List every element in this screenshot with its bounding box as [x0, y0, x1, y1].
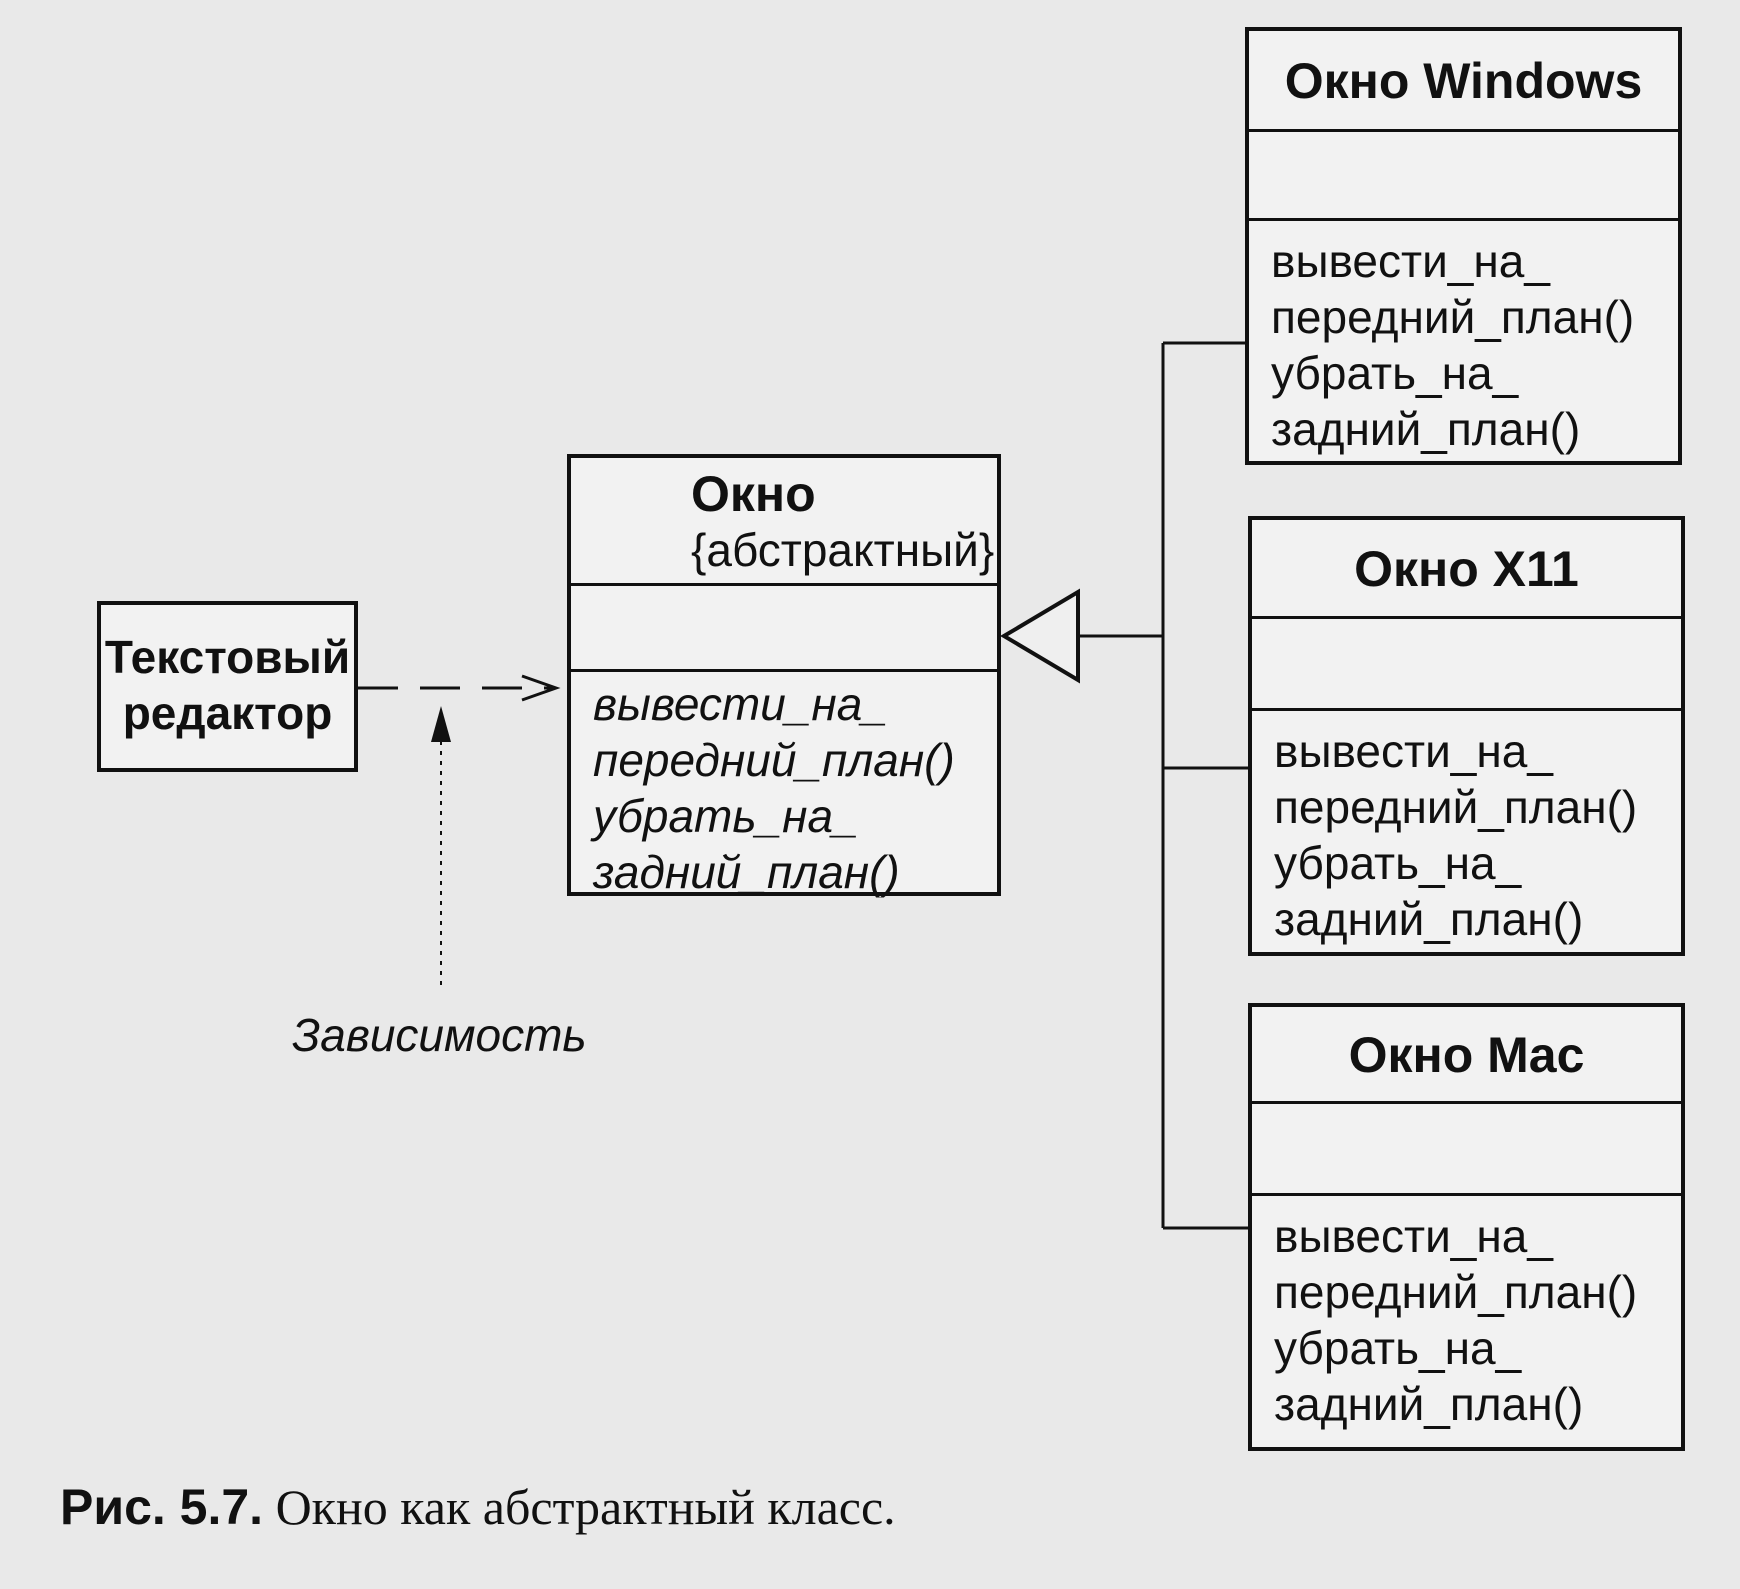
class-window-x11: Окно X11 вывести_на_ передний_план() убр… — [1248, 516, 1685, 956]
generalization-arrowhead — [1000, 588, 1080, 684]
dependency-label: Зависимость — [292, 1009, 587, 1061]
figure-number: Рис. 5.7. — [60, 1479, 264, 1535]
class-window-x11-name: Окно X11 — [1252, 520, 1681, 619]
class-window-operations: вывести_на_ передний_план() убрать_на_ з… — [571, 672, 997, 900]
class-window-windows-attributes — [1249, 132, 1678, 221]
class-window-x11-operations: вывести_на_ передний_план() убрать_на_ з… — [1252, 711, 1681, 947]
dependency-note-arrowhead — [431, 706, 451, 742]
figure-caption: Рис. 5.7. Окно как абстрактный класс. — [60, 1478, 896, 1536]
class-window-name: Окно — [691, 466, 816, 522]
operation: задний_план() — [593, 846, 900, 898]
dependency-arrowhead — [521, 674, 561, 702]
class-window-attributes — [571, 586, 997, 672]
class-window-mac-operations: вывести_на_ передний_план() убрать_на_ з… — [1252, 1196, 1681, 1432]
operation: убрать_на_ — [593, 790, 859, 842]
class-window-name-compartment: Окно {абстрактный} — [571, 458, 997, 586]
operation: вывести_на_ — [1274, 1210, 1553, 1262]
operation: убрать_на_ — [1271, 347, 1519, 399]
class-window-mac-attributes — [1252, 1104, 1681, 1196]
operation: передний_план() — [593, 734, 955, 786]
operation: задний_план() — [1274, 893, 1584, 945]
operation: вывести_на_ — [1274, 725, 1553, 777]
operation: передний_план() — [1274, 781, 1638, 833]
class-window-mac-name: Окно Mac — [1252, 1007, 1681, 1104]
class-window-x11-attributes — [1252, 619, 1681, 711]
class-window-stereotype: {абстрактный} — [691, 524, 995, 576]
operation: задний_план() — [1274, 1378, 1584, 1430]
operation: вывести_на_ — [593, 678, 888, 730]
class-window-windows-name: Окно Windows — [1249, 31, 1678, 132]
class-window-windows-operations: вывести_на_ передний_план() убрать_на_ з… — [1249, 221, 1678, 457]
operation: задний_план() — [1271, 403, 1581, 455]
class-text-editor: Текстовый редактор — [97, 601, 358, 772]
class-window-windows: Окно Windows вывести_на_ передний_план()… — [1245, 27, 1682, 465]
operation: убрать_на_ — [1274, 837, 1522, 889]
class-window: Окно {абстрактный} вывести_на_ передний_… — [567, 454, 1001, 898]
class-text-editor-name: Текстовый редактор — [101, 605, 354, 741]
operation: передний_план() — [1271, 291, 1635, 343]
operation: передний_план() — [1274, 1266, 1638, 1318]
class-text-editor-name-line2: редактор — [122, 687, 333, 739]
operation: убрать_на_ — [1274, 1322, 1522, 1374]
class-text-editor-name-line1: Текстовый — [104, 631, 351, 683]
operation: вывести_на_ — [1271, 235, 1550, 287]
class-window-mac: Окно Mac вывести_на_ передний_план() убр… — [1248, 1003, 1685, 1451]
figure-caption-text: Окно как абстрактный класс. — [263, 1479, 896, 1535]
